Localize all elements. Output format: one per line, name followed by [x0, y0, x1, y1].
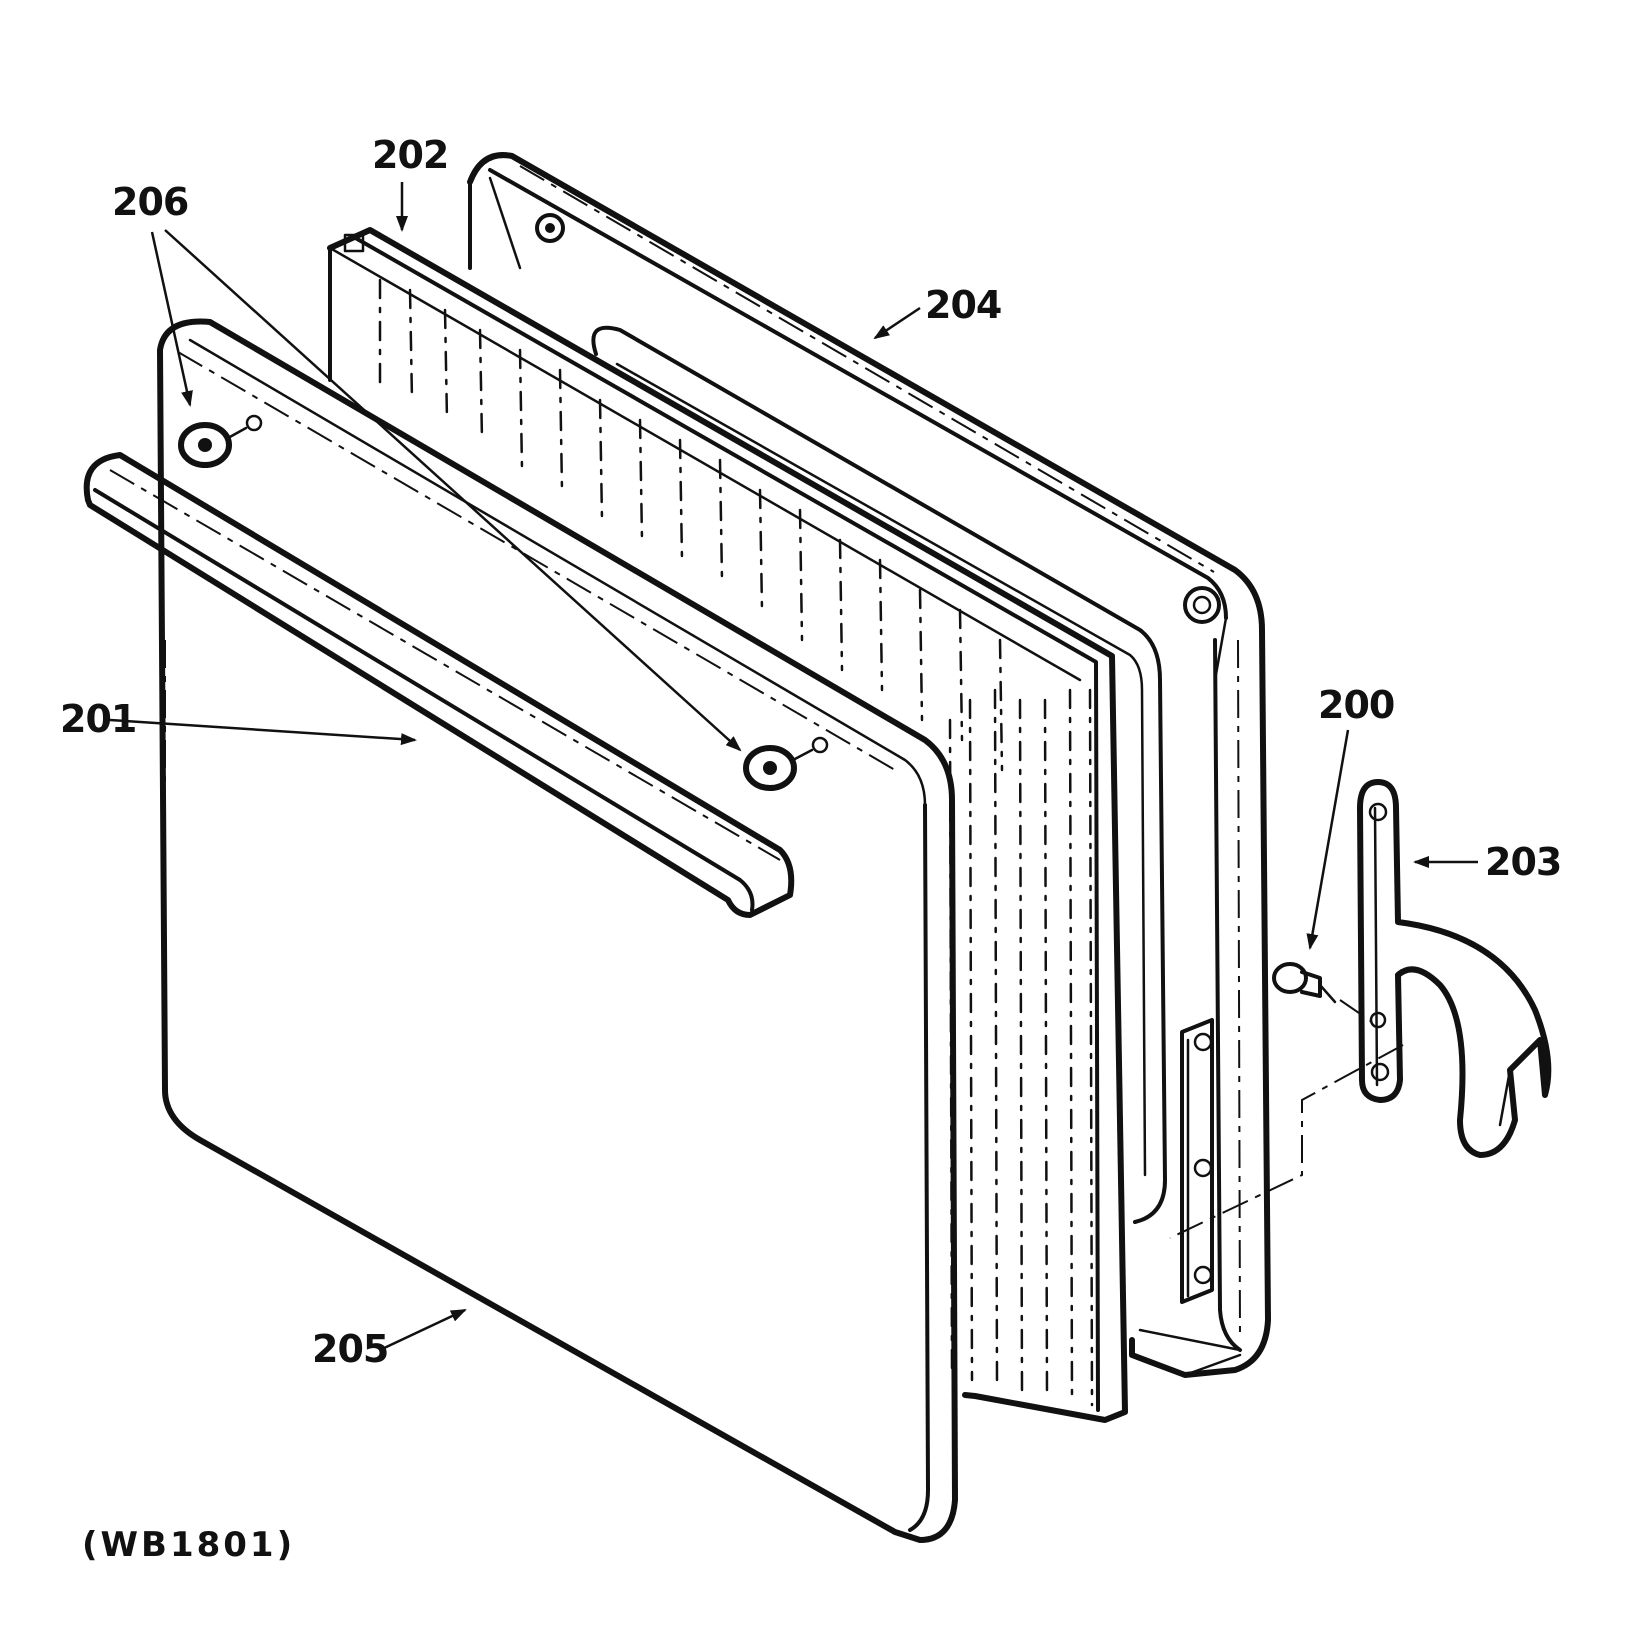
- insulation-block-202: [327, 227, 1128, 1423]
- callout-200: 200: [1318, 683, 1394, 727]
- door-handle-201: [83, 452, 795, 918]
- hinge-203: [1357, 779, 1552, 1158]
- diagram-code-caption: (WB1801): [82, 1525, 295, 1565]
- callout-201: 201: [60, 697, 136, 741]
- callout-203: 203: [1485, 840, 1561, 884]
- door-liner-panel-204: [467, 152, 1271, 1378]
- hinge-screw-200: [1272, 962, 1337, 1004]
- callout-202: 202: [372, 133, 448, 177]
- spacer-206: [178, 414, 829, 791]
- callout-204: 204: [925, 283, 1001, 327]
- callout-206: 206: [112, 180, 188, 224]
- leader-lines: [109, 182, 1478, 1352]
- front-door-panel-205: [157, 318, 958, 1543]
- callout-205: 205: [312, 1327, 388, 1371]
